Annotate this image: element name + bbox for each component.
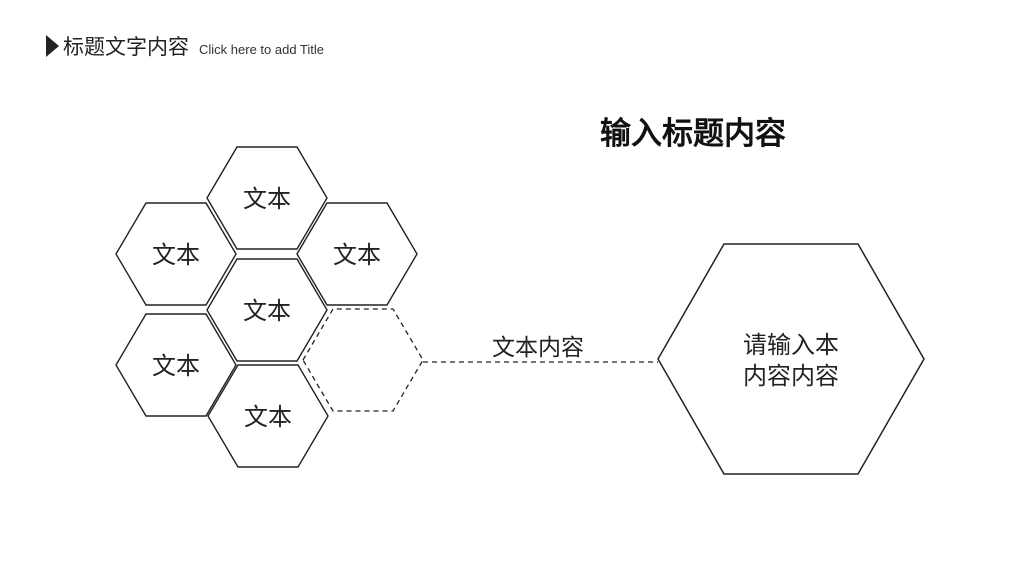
hex-cell-top[interactable]: 文本 bbox=[206, 146, 328, 250]
header-title-en[interactable]: Click here to add Title bbox=[199, 41, 325, 57]
main-heading[interactable]: 输入标题内容 bbox=[600, 116, 786, 152]
hex-cell-label: 文本 bbox=[152, 352, 200, 380]
hex-cell-upper-left[interactable]: 文本 bbox=[115, 202, 237, 306]
hex-cell-upper-right[interactable]: 文本 bbox=[296, 202, 418, 306]
connector-label[interactable]: 文本内容 bbox=[492, 335, 584, 361]
big-hex-text-line2: 内容内容 bbox=[743, 362, 839, 390]
hex-cell-label: 文本 bbox=[152, 241, 200, 269]
hex-cell-lower-left[interactable]: 文本 bbox=[115, 313, 237, 417]
hex-cell-center[interactable]: 文本 bbox=[206, 258, 328, 362]
hex-cell-label: 文本 bbox=[243, 185, 291, 213]
hex-cell-bottom[interactable]: 文本 bbox=[207, 364, 329, 468]
hex-cell-label: 文本 bbox=[243, 297, 291, 325]
big-hexagon[interactable]: 请输入本 内容内容 bbox=[657, 243, 925, 475]
slide-header: 标题文字内容 Click here to add Title bbox=[46, 30, 324, 62]
hex-cell-dashed-empty bbox=[302, 308, 424, 412]
hex-cell-label: 文本 bbox=[333, 241, 381, 269]
triangle-marker-icon bbox=[46, 35, 59, 57]
hex-cell-label: 文本 bbox=[244, 403, 292, 431]
header-title-cn[interactable]: 标题文字内容 bbox=[63, 35, 189, 59]
big-hex-text-line1: 请输入本 bbox=[743, 331, 839, 359]
